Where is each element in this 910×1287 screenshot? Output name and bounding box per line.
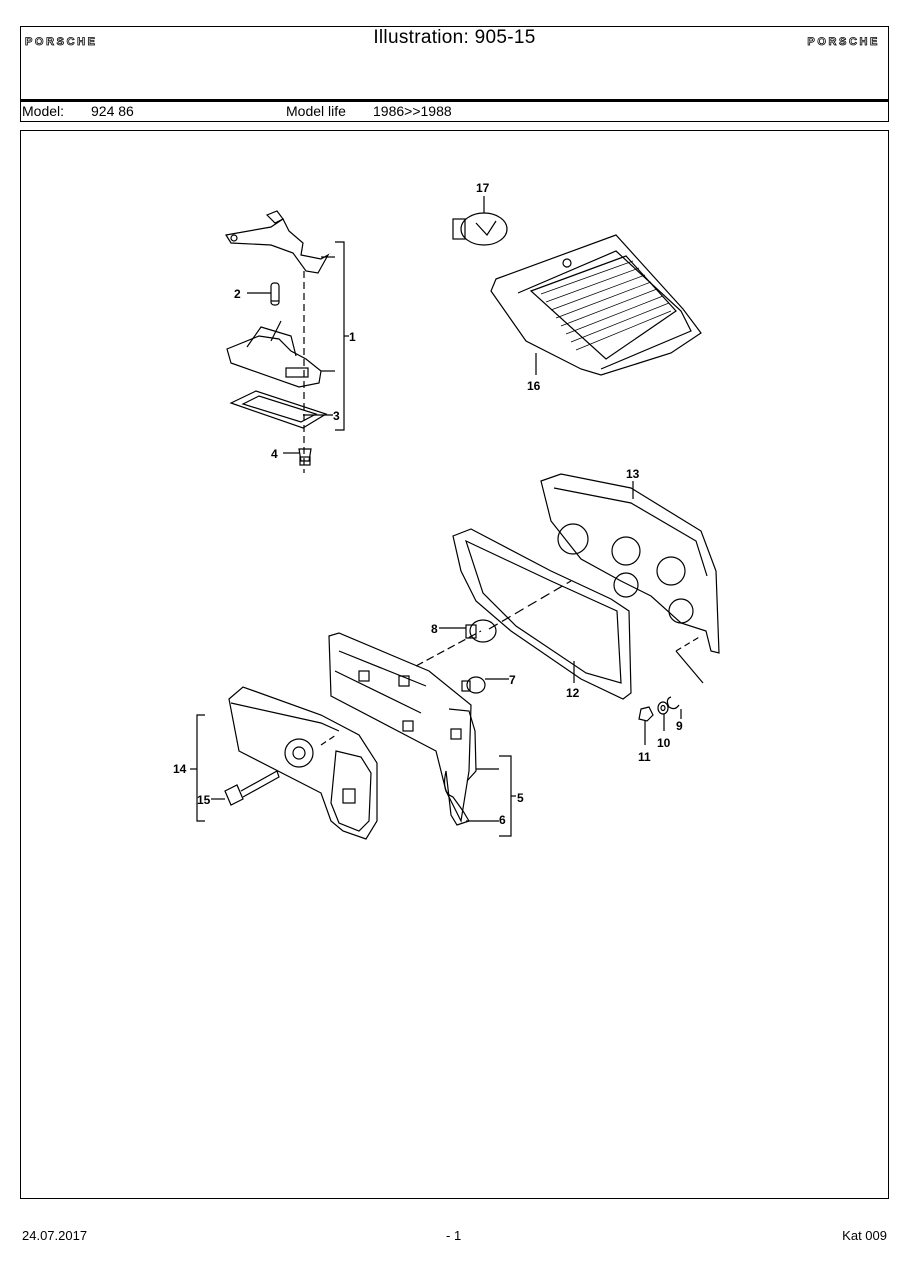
parts-diagram-frame: 1 2 3 4 5 6 7 8 9 10 11 12 13 14 15 16 1… [20, 130, 889, 1199]
assembly-line-5-8 [415, 630, 482, 667]
callout-16: 16 [527, 379, 541, 393]
header-divider [21, 99, 888, 102]
part-7-bulb [461, 676, 486, 694]
license-lamp-bracket [225, 210, 330, 274]
callout-9: 9 [676, 719, 683, 733]
model-row: Model: 924 86 Model life 1986>>1988 [21, 102, 888, 122]
porsche-logo-right: PORSCHE [807, 36, 880, 49]
part-11-nut [638, 706, 654, 722]
part-5-bulb-holder-plate [328, 632, 477, 823]
part-16-brake-light [490, 234, 702, 376]
callout-6: 6 [499, 813, 506, 827]
callout-labels: 1 2 3 4 5 6 7 8 9 10 11 12 13 14 15 16 1… [173, 181, 683, 827]
illustration-title: Illustration: 905-15 [373, 27, 536, 48]
footer-catalog-code: Kat 009 [842, 1228, 887, 1243]
part-8-bulb [465, 619, 497, 643]
footer-date: 24.07.2017 [22, 1228, 88, 1243]
callout-1: 1 [349, 330, 356, 344]
part-6-connector [443, 770, 470, 826]
porsche-logo-left: PORSCHE [25, 36, 98, 49]
part-14-lens [228, 686, 378, 840]
callout-8: 8 [431, 622, 438, 636]
model-life-value: 1986>>1988 [373, 103, 452, 119]
callout-7: 7 [509, 673, 516, 687]
callout-10: 10 [657, 736, 671, 750]
part-12-seal [452, 528, 632, 700]
callout-4: 4 [271, 447, 278, 461]
model-label: Model: [22, 103, 65, 119]
exploded-parts-diagram: 1 2 3 4 5 6 7 8 9 10 11 12 13 14 15 16 1… [173, 181, 720, 840]
part-15-screw [224, 770, 280, 806]
part-4-screw [298, 448, 312, 466]
part-17-bulb [452, 212, 508, 246]
callout-15: 15 [197, 793, 211, 807]
callout-12: 12 [566, 686, 580, 700]
assembly-line-14-5 [320, 734, 337, 746]
part-13-tail-light-housing [540, 473, 720, 654]
assembly-line-8-13 [488, 580, 572, 630]
callout-11: 11 [638, 750, 651, 764]
part-9-clip [666, 696, 680, 710]
callout-2: 2 [234, 287, 241, 301]
assembly-line-9-13 [675, 650, 704, 684]
part-10-washer [657, 701, 669, 715]
lamp-housing [226, 320, 322, 388]
callout-17: 17 [476, 181, 490, 195]
part-3-gasket [229, 390, 328, 429]
callout-3: 3 [333, 409, 340, 423]
callout-13: 13 [626, 467, 640, 481]
page-header: PORSCHE Illustration: 905-15 PORSCHE Mod… [20, 26, 889, 122]
footer-page-number: - 1 [446, 1228, 462, 1243]
model-value: 924 86 [91, 103, 134, 119]
brake-light-louvers [540, 260, 672, 351]
bracket-14 [196, 714, 205, 822]
callout-14: 14 [173, 762, 187, 776]
model-life-label: Model life [286, 103, 346, 119]
part-2-bulb [270, 282, 280, 306]
callout-5: 5 [517, 791, 524, 805]
bracket-1 [335, 241, 345, 431]
